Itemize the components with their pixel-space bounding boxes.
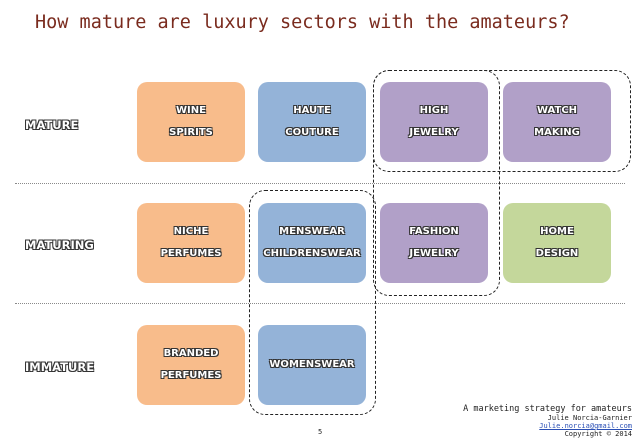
sector-label: COUTURE bbox=[285, 127, 339, 138]
group-outline-apparel bbox=[249, 190, 376, 415]
sector-label: PERFUMES bbox=[160, 370, 222, 381]
sector-label: HAUTE bbox=[293, 105, 331, 116]
footer-credits: A marketing strategy for amateurs Julie … bbox=[463, 404, 632, 438]
sector-label: BRANDED bbox=[163, 348, 219, 359]
sector-niche-perfumes: NICHE PERFUMES bbox=[137, 203, 245, 283]
sector-label: MENSWEAR bbox=[279, 226, 345, 237]
sector-label: JEWELRY bbox=[409, 248, 459, 259]
sector-high-jewelry: HIGH JEWELRY bbox=[380, 82, 488, 162]
sector-menswear-childrenswear: MENSWEAR CHILDRENSWEAR bbox=[258, 203, 366, 283]
group-outline-mature-luxury bbox=[373, 70, 631, 172]
footer-subtitle: A marketing strategy for amateurs bbox=[463, 404, 632, 414]
sector-label: MAKING bbox=[534, 127, 580, 138]
sector-label: WINE bbox=[176, 105, 206, 116]
sector-womenswear: WOMENSWEAR bbox=[258, 325, 366, 405]
sector-haute-couture: HAUTE COUTURE bbox=[258, 82, 366, 162]
sector-label: HOME bbox=[540, 226, 574, 237]
page-number: 5 bbox=[318, 428, 323, 436]
row-label-mature: MATURE bbox=[25, 118, 79, 132]
sector-branded-perfumes: BRANDED PERFUMES bbox=[137, 325, 245, 405]
row-label-maturing: MATURING bbox=[25, 238, 94, 252]
sector-wine-spirits: WINE SPIRITS bbox=[137, 82, 245, 162]
sector-label: SPIRITS bbox=[169, 127, 213, 138]
sector-watch-making: WATCH MAKING bbox=[503, 82, 611, 162]
footer-author: Julie Norcia-Garnier bbox=[547, 414, 632, 422]
footer-copyright: Copyright © 2014 bbox=[564, 430, 632, 438]
sector-home-design: HOME DESIGN bbox=[503, 203, 611, 283]
sector-label: WOMENSWEAR bbox=[269, 359, 355, 370]
row-label-immature: IMMATURE bbox=[25, 360, 95, 374]
sector-label: DESIGN bbox=[535, 248, 579, 259]
sector-label: NICHE bbox=[173, 226, 209, 237]
page-title: How mature are luxury sectors with the a… bbox=[35, 12, 570, 33]
sector-label: FASHION bbox=[409, 226, 459, 237]
row-separator bbox=[15, 303, 625, 304]
footer-email-link[interactable]: Julie.norcia@gmail.com bbox=[539, 422, 632, 430]
sector-label: WATCH bbox=[536, 105, 578, 116]
sector-fashion-jewelry: FASHION JEWELRY bbox=[380, 203, 488, 283]
sector-label: PERFUMES bbox=[160, 248, 222, 259]
row-separator bbox=[15, 183, 625, 184]
sector-label: CHILDRENSWEAR bbox=[263, 248, 361, 259]
sector-label: HIGH bbox=[419, 105, 449, 116]
sector-label: JEWELRY bbox=[409, 127, 459, 138]
